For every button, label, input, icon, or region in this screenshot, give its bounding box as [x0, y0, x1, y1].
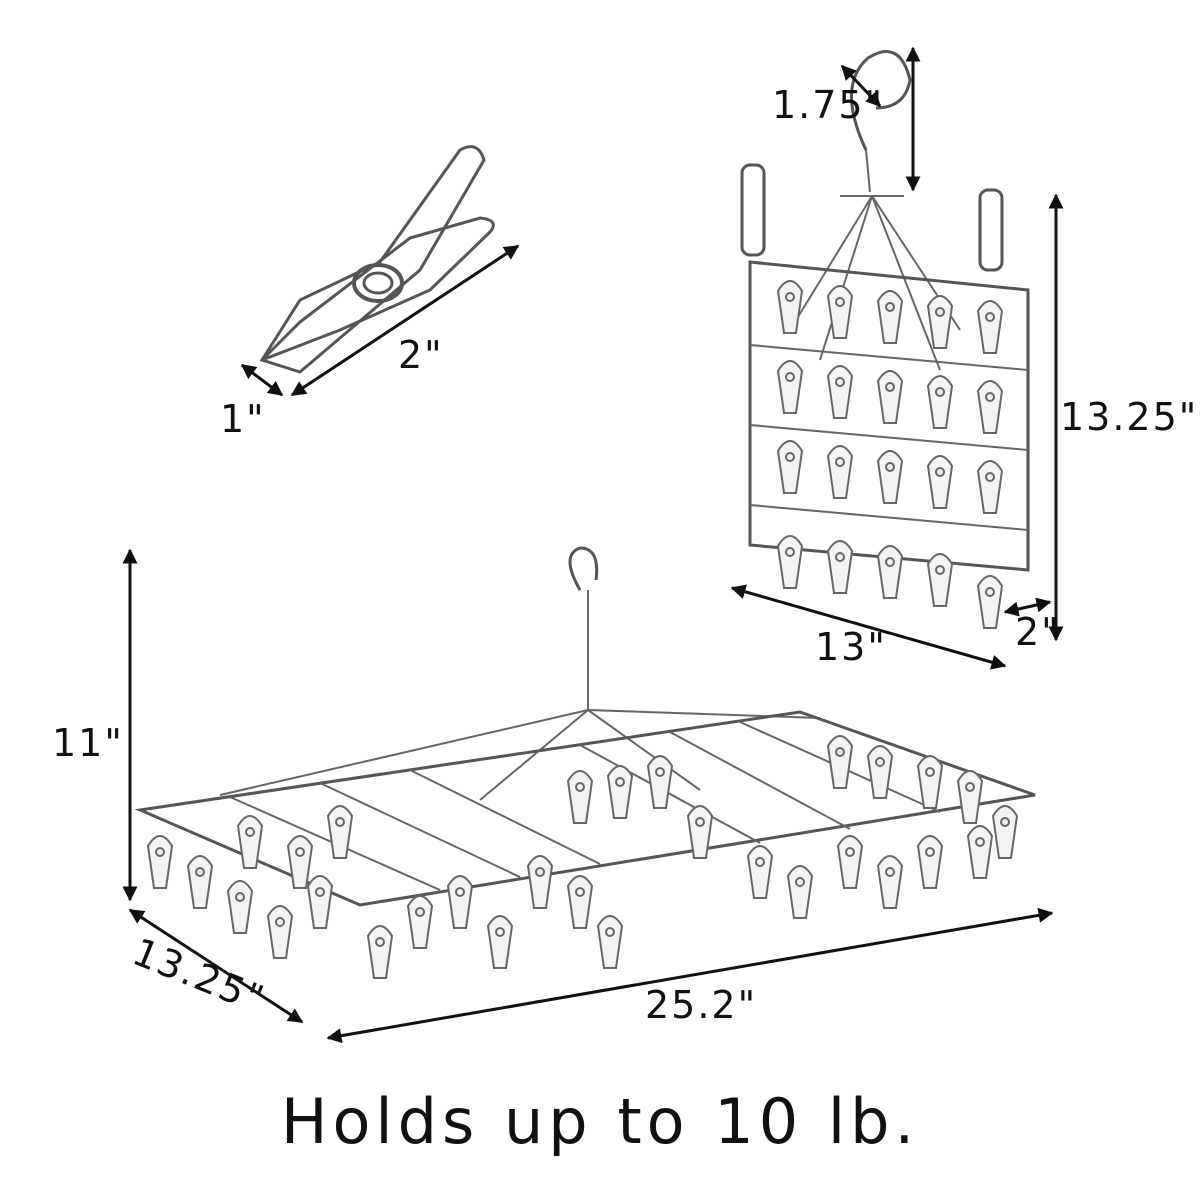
clip-width-dimension-line: [240, 363, 284, 397]
hanging-width-dimension-line: [730, 584, 1007, 670]
hook-size-label: 1.75": [772, 83, 884, 127]
hanging-height-label: 13.25": [1060, 395, 1198, 439]
clip-length-label: 2": [398, 333, 444, 377]
hook-dimension-line: [840, 64, 882, 108]
load-capacity-caption: Holds up to 10 lb.: [280, 1085, 920, 1158]
rack-depth-label: 13.25": [127, 930, 272, 1023]
hanging-rack-drawing: [740, 50, 1030, 629]
rack-length-dimension-line: [326, 907, 1054, 1044]
rack-height-label: 11": [52, 721, 124, 765]
hanging-width-label: 13": [815, 625, 887, 669]
open-rack-drawing: [134, 546, 1036, 979]
clip-width-label: 1": [220, 397, 266, 441]
clip-length-dimension-line: [290, 244, 520, 397]
rack-length-label: 25.2": [645, 983, 757, 1027]
hanging-depth-dimension-line: [1003, 597, 1052, 617]
hanging-depth-label: 2": [1015, 610, 1061, 654]
rack-depth-dimension-line: [128, 908, 304, 1024]
